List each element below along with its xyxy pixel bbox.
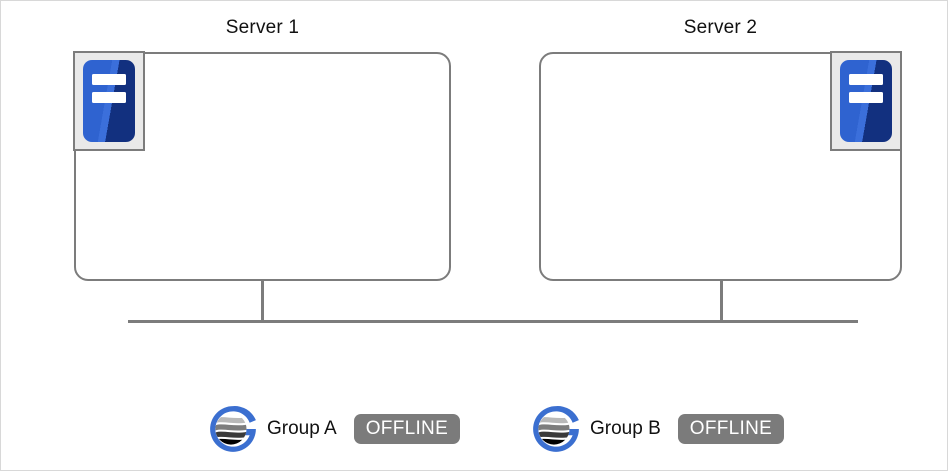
- server-node-icon[interactable]: [830, 51, 902, 151]
- server-node-icon-bar-bottom: [92, 92, 126, 103]
- server-node-icon-bar-top: [92, 74, 126, 85]
- globe-g-logo-icon: [210, 406, 256, 452]
- server-node-icon-body: [840, 60, 892, 142]
- network-bus-line: [128, 320, 858, 323]
- group-a-label: Group A: [267, 418, 337, 439]
- group-a-status-badge[interactable]: OFFLINE: [353, 413, 461, 445]
- server-2-drop-line: [720, 281, 723, 322]
- server-node-icon-bar-bottom: [849, 92, 883, 103]
- group-b-label: Group B: [590, 418, 661, 439]
- server-1-drop-line: [261, 281, 264, 322]
- group-a-row: Group A OFFLINE: [207, 403, 461, 455]
- server-node-icon-body: [83, 60, 135, 142]
- server-node-icon[interactable]: [73, 51, 145, 151]
- server-2-title: Server 2: [683, 17, 758, 38]
- group-b-status-badge[interactable]: OFFLINE: [677, 413, 785, 445]
- server-node-icon-bar-top: [849, 74, 883, 85]
- globe-g-logo-icon: [533, 406, 579, 452]
- server-1-title: Server 1: [225, 17, 300, 38]
- group-b-row: Group B OFFLINE: [530, 403, 785, 455]
